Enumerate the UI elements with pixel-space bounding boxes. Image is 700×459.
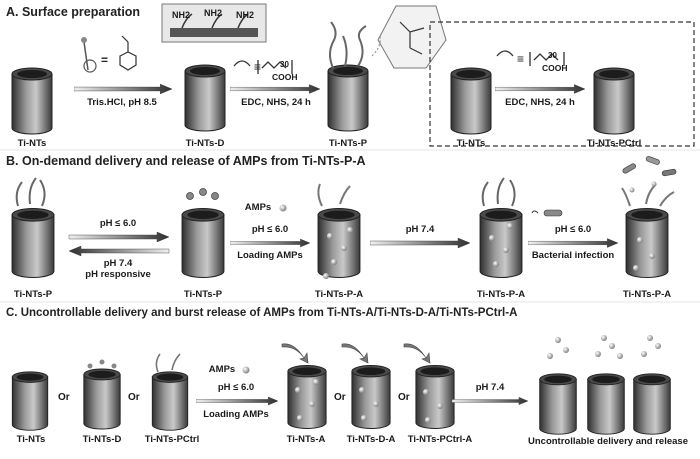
arrow-b1-right	[68, 232, 170, 242]
or-2: Or	[128, 392, 140, 403]
bacteria-icon	[531, 156, 677, 217]
svg-text:≡: ≡	[254, 60, 261, 74]
panel-b-title: B. On-demand delivery and release of AMP…	[6, 154, 366, 168]
polymer-icon-1: ≡	[233, 60, 293, 74]
arrow-a3-label: EDC, NHS, 24 h	[505, 97, 575, 108]
label-c-ti-nts-pctrl-a: Ti-NTs-PCtrl-A	[407, 434, 473, 445]
nh2-inset	[161, 3, 267, 43]
tube-b5	[625, 207, 669, 279]
label-ti-nts: Ti-NTs	[17, 138, 47, 149]
arrow-c1-loading-label: Loading AMPs	[203, 409, 269, 420]
arrow-a3	[495, 84, 585, 94]
nh2-label-1: NH2	[172, 10, 191, 20]
tube-c1	[11, 371, 49, 431]
polymer-icon-2: ≡	[496, 50, 565, 66]
amp-particles-b	[279, 204, 655, 279]
arrow-b1-bottom-label: pH 7.4	[103, 258, 133, 269]
label-c-ti-nts-pctrl: Ti-NTs-PCtrl	[144, 434, 200, 445]
tube-ti-nts	[11, 67, 53, 135]
label-c-ti-nts-a: Ti-NTs-A	[286, 434, 326, 445]
arrow-b4	[528, 238, 618, 248]
label-c-final: Uncontrollable delivery and release	[528, 436, 688, 447]
amps-label-b: AMPs	[244, 202, 272, 213]
arrow-b4-ph-label: pH ≤ 6.0	[554, 224, 592, 235]
label-b4: Ti-NTs-P-A	[476, 289, 526, 300]
tube-b2	[181, 207, 225, 279]
svg-text:≡: ≡	[517, 52, 524, 66]
arrow-b3-label: pH 7.4	[405, 224, 435, 235]
subscript-30: 30	[280, 60, 289, 69]
or-1: Or	[58, 392, 70, 403]
tube-ti-nts-d	[184, 64, 226, 132]
label-ti-nts-d: Ti-NTs-D	[185, 138, 225, 149]
arrow-a2	[230, 84, 320, 94]
tube-b4	[479, 207, 523, 279]
label-c-ti-nts: Ti-NTs	[16, 434, 46, 445]
arrow-c1-ph-label: pH ≤ 6.0	[217, 382, 255, 393]
tube-c7	[539, 373, 577, 435]
coating-dots	[87, 359, 117, 369]
label-b3: Ti-NTs-P-A	[314, 289, 364, 300]
tube-c8	[587, 373, 625, 435]
arrow-b1-left	[68, 246, 170, 256]
subscript-30-b: 30	[548, 51, 557, 60]
brush-collapsed	[186, 188, 219, 200]
dopamine-structure-icon	[119, 35, 137, 71]
label-b2: Ti-NTs-P	[183, 289, 223, 300]
or-3: Or	[334, 392, 346, 403]
control-box	[429, 21, 695, 147]
label-b1: Ti-NTs-P	[13, 289, 53, 300]
tube-c5	[351, 365, 391, 429]
svg-text:=: =	[101, 53, 108, 67]
arrow-b1-responsive-label: pH responsive	[85, 269, 151, 280]
amps-label-c: AMPs	[208, 364, 236, 375]
or-4: Or	[398, 392, 410, 403]
label-c-ti-nts-d: Ti-NTs-D	[82, 434, 122, 445]
tube-c4	[287, 365, 327, 429]
tube-ti-nts-2	[450, 67, 492, 135]
arrow-c2	[452, 397, 528, 405]
panel-a-title: A. Surface preparation	[6, 5, 141, 19]
nh2-label-2: NH2	[204, 8, 223, 18]
arrow-b2-loading-label: Loading AMPs	[237, 250, 303, 261]
tube-ti-nts-p	[327, 64, 369, 132]
cooh-label-b: COOH	[542, 63, 568, 73]
tube-ti-nts-pctrl	[593, 67, 635, 135]
tube-b3	[317, 207, 361, 279]
label-b5: Ti-NTs-P-A	[622, 289, 672, 300]
arrow-b1-top-label: pH ≤ 6.0	[99, 218, 137, 229]
tube-b1	[11, 207, 55, 279]
arrow-b2-ph-label: pH ≤ 6.0	[251, 224, 289, 235]
panel-c-title: C. Uncontrollable delivery and burst rel…	[6, 307, 518, 319]
arrow-b2	[230, 238, 310, 248]
arrow-a1	[74, 84, 172, 94]
arrow-a2-label: EDC, NHS, 24 h	[241, 97, 311, 108]
label-ti-nts-2: Ti-NTs	[456, 138, 486, 149]
label-ti-nts-p: Ti-NTs-P	[328, 138, 368, 149]
amp-in-arrows	[281, 343, 431, 364]
arrow-c2-label: pH 7.4	[475, 382, 505, 393]
chemical-inset	[377, 5, 447, 69]
tube-c9	[633, 373, 671, 435]
arrow-b3	[370, 238, 470, 248]
arrow-c1	[196, 396, 278, 406]
dopamine-molecule-icon	[81, 37, 97, 73]
tube-c6	[415, 365, 455, 429]
tube-c2	[83, 368, 121, 430]
amp-particles-c	[242, 335, 661, 423]
label-c-ti-nts-d-a: Ti-NTs-D-A	[346, 434, 396, 445]
arrow-b4-bacterial-label: Bacterial infection	[531, 250, 615, 261]
nh2-label-3: NH2	[236, 10, 255, 20]
label-ti-nts-pctrl: Ti-NTs-PCtrl	[586, 138, 642, 149]
cooh-label: COOH	[272, 72, 298, 82]
arrow-a1-label: Tris.HCl, pH 8.5	[87, 97, 157, 108]
tube-c3	[151, 371, 189, 431]
